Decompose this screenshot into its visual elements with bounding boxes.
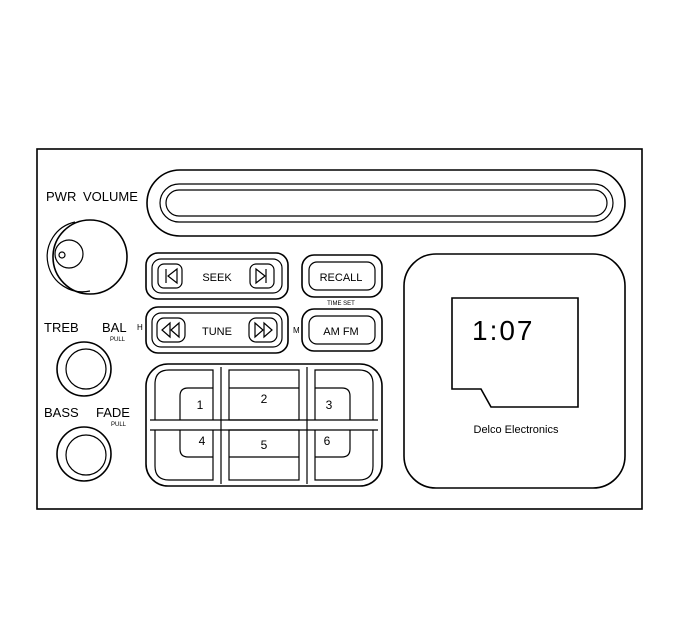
fade-label: FADE [96,405,130,420]
display-panel [403,253,626,489]
tune-down-button[interactable] [156,317,186,343]
preset-button-3[interactable] [314,369,374,420]
preset-button-6[interactable] [314,430,374,481]
am-fm-button[interactable] [301,308,383,352]
treb-label: TREB [44,320,79,335]
preset-button-4[interactable] [154,430,214,481]
seek-back-button[interactable] [157,263,183,289]
seek-control[interactable] [145,252,289,300]
preset-button-1[interactable] [154,369,214,420]
bal-label: BAL [102,320,127,335]
bass-fade-knob[interactable] [56,426,112,482]
preset-label-5: 5 [261,438,268,452]
preset-label-3: 3 [326,398,333,412]
tune-up-button[interactable] [248,317,278,343]
preset-label-1: 1 [197,398,204,412]
preset-label-6: 6 [324,434,331,448]
treble-balance-knob[interactable] [56,341,112,397]
time-set-label: TIME SET [327,301,355,307]
preset-label-4: 4 [199,434,206,448]
volume-label: VOLUME [83,189,138,204]
fade-pull-label: PULL [111,422,127,428]
recall-button[interactable] [301,254,383,298]
media-slot[interactable] [146,169,626,237]
recall-label: RECALL [320,272,363,284]
pwr-label: PWR [46,189,76,204]
preset-cluster [145,363,383,487]
bal-pull-label: PULL [110,337,126,343]
brand-label: Delco Electronics [474,424,559,436]
preset-button-2[interactable] [228,369,300,421]
preset-button-5[interactable] [228,429,300,481]
volume-knob[interactable] [46,219,128,295]
hour-label: H [137,323,143,332]
tune-control[interactable] [145,306,289,354]
seek-forward-button[interactable] [249,263,275,289]
bass-label: BASS [44,405,79,420]
radio-faceplate [36,148,643,510]
lcd-screen [451,297,579,408]
seek-label: SEEK [202,272,232,284]
preset-label-2: 2 [261,392,268,406]
am-fm-label: AM FM [323,326,358,338]
tune-label: TUNE [202,326,232,338]
minute-label: M [293,326,300,335]
clock-display: 1:07 [472,315,535,346]
